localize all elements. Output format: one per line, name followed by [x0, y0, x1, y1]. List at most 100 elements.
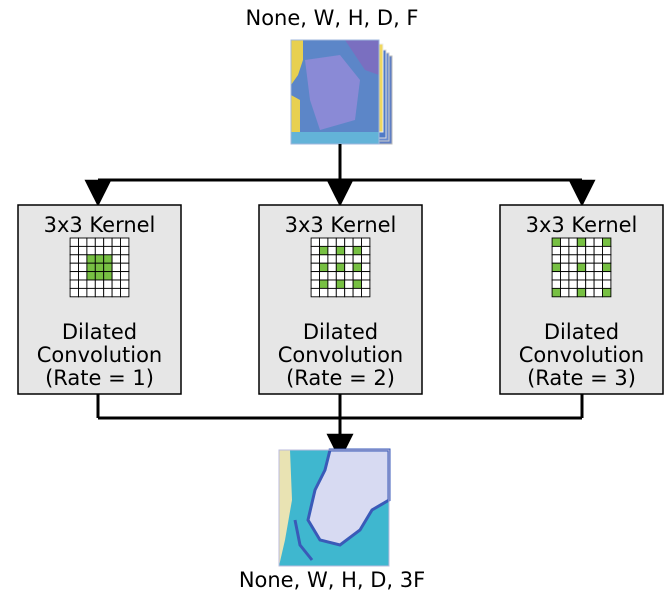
- kernel-cell: [593, 279, 603, 289]
- kernel-cell: [69, 287, 79, 298]
- kernel-cell: [585, 237, 595, 247]
- kernel-cell: [310, 262, 320, 273]
- kernel-cell: [585, 279, 595, 289]
- block-title-line1: Dilated: [544, 320, 619, 344]
- kernel-cell: [560, 279, 570, 289]
- kernel-cell: [120, 254, 130, 264]
- kernel-cell: [327, 287, 337, 298]
- kernel-cell: [361, 287, 371, 298]
- kernel-cell-active: [352, 262, 362, 273]
- kernel-cell: [69, 262, 79, 273]
- kernel-cell: [602, 245, 612, 256]
- kernel-cell: [319, 271, 329, 281]
- kernel-cell-active: [94, 254, 105, 264]
- kernel-cell-active: [319, 262, 329, 273]
- kernel-cell: [593, 262, 603, 273]
- kernel-cell: [86, 237, 96, 247]
- kernel-cell: [78, 245, 88, 256]
- kernel-cell: [69, 271, 79, 281]
- kernel-label: 3x3 Kernel: [285, 213, 397, 237]
- kernel-cell: [94, 245, 105, 256]
- kernel-cell: [86, 279, 96, 289]
- kernel-cell: [344, 245, 354, 256]
- kernel-cell: [361, 262, 371, 273]
- kernel-cell: [94, 237, 105, 247]
- kernel-cell: [551, 254, 561, 264]
- kernel-cell: [111, 271, 121, 281]
- kernel-cell: [120, 262, 130, 273]
- kernel-cell: [111, 237, 121, 247]
- kernel-cell: [602, 271, 612, 281]
- kernel-cell: [327, 271, 337, 281]
- kernel-cell: [310, 279, 320, 289]
- kernel-cell: [319, 254, 329, 264]
- kernel-cell-active: [335, 245, 346, 256]
- kernel-cell: [103, 237, 113, 247]
- kernel-cell: [576, 254, 587, 264]
- kernel-cell: [568, 245, 578, 256]
- kernel-cell: [593, 254, 603, 264]
- kernel-cell: [120, 279, 130, 289]
- block-title-line1: Dilated: [303, 320, 378, 344]
- kernel-cell-active: [319, 279, 329, 289]
- kernel-cell: [361, 271, 371, 281]
- kernel-cell: [576, 271, 587, 281]
- kernel-cell: [310, 237, 320, 247]
- kernel-cell-active: [576, 287, 587, 298]
- kernel-cell: [585, 262, 595, 273]
- kernel-cell: [585, 245, 595, 256]
- input-volume: [290, 39, 393, 145]
- kernel-cell: [69, 245, 79, 256]
- block-title-line2: Convolution: [37, 343, 162, 367]
- kernel-cell: [319, 287, 329, 298]
- kernel-cell: [310, 254, 320, 264]
- kernel-cell: [576, 245, 587, 256]
- kernel-cell: [310, 287, 320, 298]
- output-volume: [278, 448, 391, 567]
- kernel-cell: [344, 262, 354, 273]
- kernel-cell: [78, 237, 88, 247]
- kernel-cell: [78, 279, 88, 289]
- kernel-cell: [568, 237, 578, 247]
- kernel-cell: [593, 237, 603, 247]
- kernel-cell: [344, 279, 354, 289]
- kernel-cell: [568, 271, 578, 281]
- kernel-cell: [327, 254, 337, 264]
- kernel-cell: [361, 279, 371, 289]
- kernel-cell-active: [576, 262, 587, 273]
- kernel-cell: [585, 254, 595, 264]
- kernel-cell-active: [86, 254, 96, 264]
- kernel-cell: [585, 271, 595, 281]
- block-title-line2: Convolution: [519, 343, 644, 367]
- block-title-line2: Convolution: [278, 343, 403, 367]
- kernel-cell-active: [335, 262, 346, 273]
- kernel-cell: [335, 254, 346, 264]
- kernel-cell: [86, 287, 96, 298]
- rate-label: (Rate = 1): [45, 366, 154, 390]
- kernel-cell: [568, 287, 578, 298]
- kernel-cell: [111, 254, 121, 264]
- kernel-cell: [94, 279, 105, 289]
- kernel-cell: [568, 262, 578, 273]
- kernel-cell: [78, 262, 88, 273]
- kernel-cell: [327, 237, 337, 247]
- kernel-cell: [69, 237, 79, 247]
- kernel-cell: [327, 245, 337, 256]
- kernel-cell-active: [576, 237, 587, 247]
- kernel-cell: [560, 262, 570, 273]
- output-shape-label: None, W, H, D, 3F: [239, 568, 425, 592]
- kernel-cell: [352, 287, 362, 298]
- kernel-cell: [69, 254, 79, 264]
- kernel-cell: [560, 237, 570, 247]
- kernel-cell: [560, 245, 570, 256]
- kernel-cell: [344, 271, 354, 281]
- kernel-cell: [593, 287, 603, 298]
- kernel-cell: [94, 287, 105, 298]
- connectors: [84, 144, 596, 461]
- kernel-cell: [335, 287, 346, 298]
- kernel-cell: [361, 254, 371, 264]
